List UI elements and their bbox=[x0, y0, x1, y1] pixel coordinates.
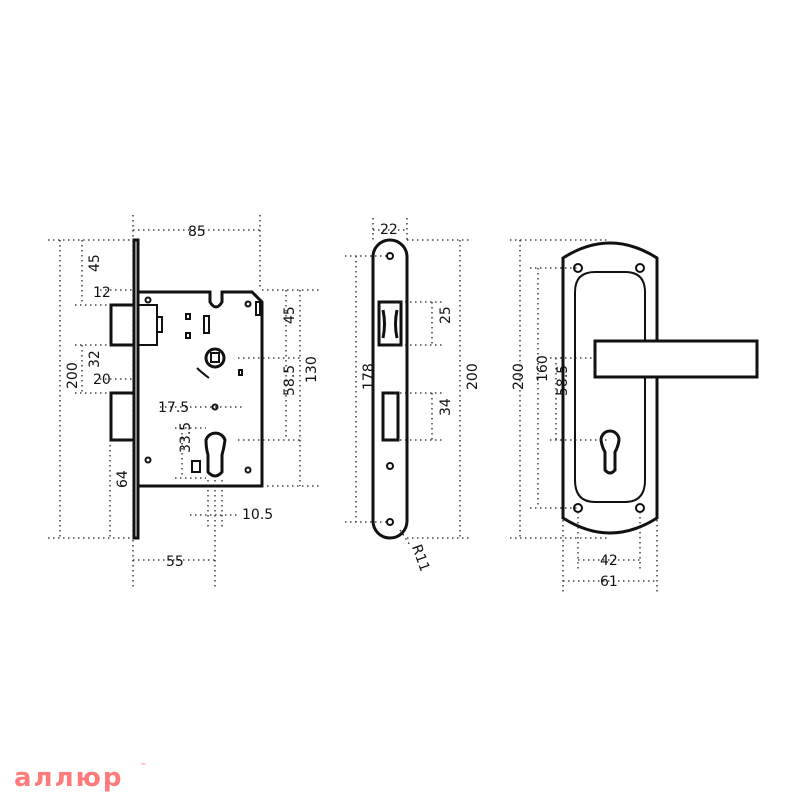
dim-label: 85 bbox=[188, 224, 206, 240]
dim-label: 32 bbox=[87, 350, 103, 368]
brand-logo: аллюр ™ bbox=[14, 762, 147, 793]
latch-tab bbox=[156, 316, 163, 333]
dim-label: 17.5 bbox=[158, 400, 189, 416]
keyhole-icon bbox=[599, 429, 621, 475]
screw-hole-icon bbox=[144, 296, 152, 304]
screw-hole-icon bbox=[573, 263, 583, 273]
lock-case bbox=[138, 290, 264, 488]
latch-opening bbox=[377, 300, 403, 347]
faceplate-dimensions: 22 178 25 34 200 R11 bbox=[345, 218, 481, 574]
dim-label: 178 bbox=[361, 363, 377, 390]
dim-label: 130 bbox=[304, 356, 320, 383]
faceplate-outline bbox=[371, 238, 409, 540]
dim-label: 10.5 bbox=[242, 507, 273, 523]
spindle-follower bbox=[204, 347, 226, 369]
dim-label: 22 bbox=[380, 222, 398, 238]
dim-label: 58.5 bbox=[555, 365, 571, 396]
dim-label: 45 bbox=[282, 306, 298, 324]
dim-label: 42 bbox=[600, 553, 618, 569]
dim-label: 33.5 bbox=[178, 422, 194, 453]
faceplate-front-view bbox=[371, 238, 409, 540]
handle-backplate bbox=[561, 241, 659, 535]
dim-label: 64 bbox=[115, 470, 131, 488]
backplate-inner-border bbox=[574, 271, 646, 503]
lock-faceplate-edge bbox=[132, 238, 140, 540]
screw-hole-icon bbox=[635, 503, 645, 513]
latch-inner bbox=[137, 304, 158, 346]
cylinder-keyhole-icon bbox=[204, 431, 227, 478]
dim-label: 200 bbox=[511, 363, 527, 390]
dim-label: 61 bbox=[600, 574, 618, 590]
screw-hole-icon bbox=[244, 300, 252, 308]
dim-label: 12 bbox=[93, 285, 111, 301]
screw-hole-icon bbox=[144, 456, 152, 464]
dim-label: 160 bbox=[535, 355, 551, 382]
dim-label: 34 bbox=[438, 398, 454, 416]
mortise-lock-side-view bbox=[109, 238, 264, 540]
screw-hole-icon bbox=[244, 466, 252, 474]
dim-label: 25 bbox=[438, 306, 454, 324]
dim-label: 55 bbox=[166, 554, 184, 570]
logo-text: аллюр bbox=[14, 763, 124, 793]
dim-label: 45 bbox=[87, 254, 103, 272]
square-spindle-icon bbox=[210, 352, 220, 363]
dim-label: 20 bbox=[93, 372, 111, 388]
screw-hole-icon bbox=[386, 518, 394, 526]
trademark-symbol: ™ bbox=[140, 762, 147, 770]
latch-bolt bbox=[109, 303, 136, 347]
screw-hole-icon bbox=[386, 252, 394, 260]
deadbolt-opening bbox=[381, 391, 400, 442]
handle-dimensions: 200 160 58.5 42 61 bbox=[510, 239, 658, 595]
dead-bolt bbox=[109, 391, 136, 442]
handle-front-view bbox=[561, 241, 759, 535]
dim-label: R11 bbox=[408, 543, 432, 574]
lock-dimensions: 85 45 12 32 20 200 64 55 17.5 33.5 10.5 … bbox=[48, 215, 320, 590]
screw-hole-icon bbox=[635, 263, 645, 273]
dim-label: 58.5 bbox=[282, 365, 298, 396]
lever-handle bbox=[593, 339, 759, 379]
dim-label: 200 bbox=[465, 363, 481, 390]
dim-label: 200 bbox=[65, 362, 81, 389]
screw-hole-icon bbox=[386, 462, 394, 470]
